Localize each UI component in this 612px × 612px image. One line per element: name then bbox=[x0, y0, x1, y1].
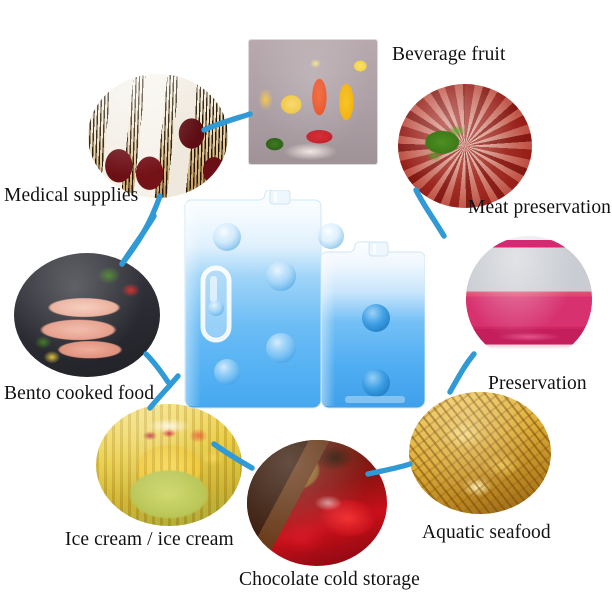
thumb-preservation[interactable] bbox=[466, 236, 592, 362]
large-ice-pack bbox=[184, 190, 344, 409]
aquatic-seafood-photo bbox=[409, 392, 551, 514]
small-ice-pack bbox=[320, 241, 425, 409]
label-meat-preservation: Meat preservation bbox=[468, 197, 612, 218]
beverage-fruit-photo bbox=[249, 40, 377, 164]
label-chocolate-cold-storage: Chocolate cold storage bbox=[239, 569, 420, 590]
dimple bbox=[266, 261, 296, 291]
thumb-meat-preservation[interactable] bbox=[398, 84, 532, 208]
dimple bbox=[213, 223, 241, 251]
medical-supplies-photo bbox=[88, 74, 228, 198]
thumb-ice-cream[interactable] bbox=[96, 404, 242, 526]
cooler-bag-photo bbox=[466, 236, 592, 362]
connector-icecream bbox=[147, 373, 181, 411]
connector-beverage bbox=[201, 111, 253, 133]
dimple bbox=[214, 359, 240, 385]
label-bento-cooked-food: Bento cooked food bbox=[4, 383, 155, 404]
thumb-aquatic-seafood[interactable] bbox=[409, 392, 551, 514]
label-aquatic-seafood: Aquatic seafood bbox=[422, 522, 551, 543]
connector-seafood bbox=[365, 461, 413, 477]
large-pack-handle-slot bbox=[200, 265, 232, 343]
bento-cooked-food-photo bbox=[14, 253, 160, 377]
ice-cream-photo bbox=[96, 404, 242, 526]
connector-bento bbox=[119, 213, 157, 267]
thumb-bento-cooked-food[interactable] bbox=[14, 253, 160, 377]
dimple bbox=[362, 304, 390, 332]
thumb-beverage-fruit[interactable] bbox=[249, 40, 377, 164]
label-beverage-fruit: Beverage fruit bbox=[392, 44, 506, 65]
dimple bbox=[266, 333, 296, 363]
meat-preservation-photo bbox=[398, 84, 532, 208]
thumb-medical-supplies[interactable] bbox=[88, 74, 228, 198]
chocolate-photo bbox=[247, 440, 387, 566]
ice-pack-pair bbox=[184, 190, 425, 409]
connector-meat bbox=[413, 187, 447, 239]
large-pack-cap bbox=[269, 190, 291, 205]
label-ice-cream: Ice cream / ice cream bbox=[65, 529, 234, 550]
thumb-chocolate-cold-storage[interactable] bbox=[247, 440, 387, 566]
label-preservation: Preservation bbox=[488, 373, 587, 394]
connector-preserv bbox=[447, 351, 477, 395]
connector-choc bbox=[211, 441, 255, 471]
connector-bento-2 bbox=[143, 351, 171, 385]
label-medical-supplies: Medical supplies bbox=[4, 185, 139, 206]
dimple bbox=[318, 223, 344, 249]
dimple bbox=[362, 369, 390, 397]
small-pack-cap bbox=[368, 241, 389, 257]
